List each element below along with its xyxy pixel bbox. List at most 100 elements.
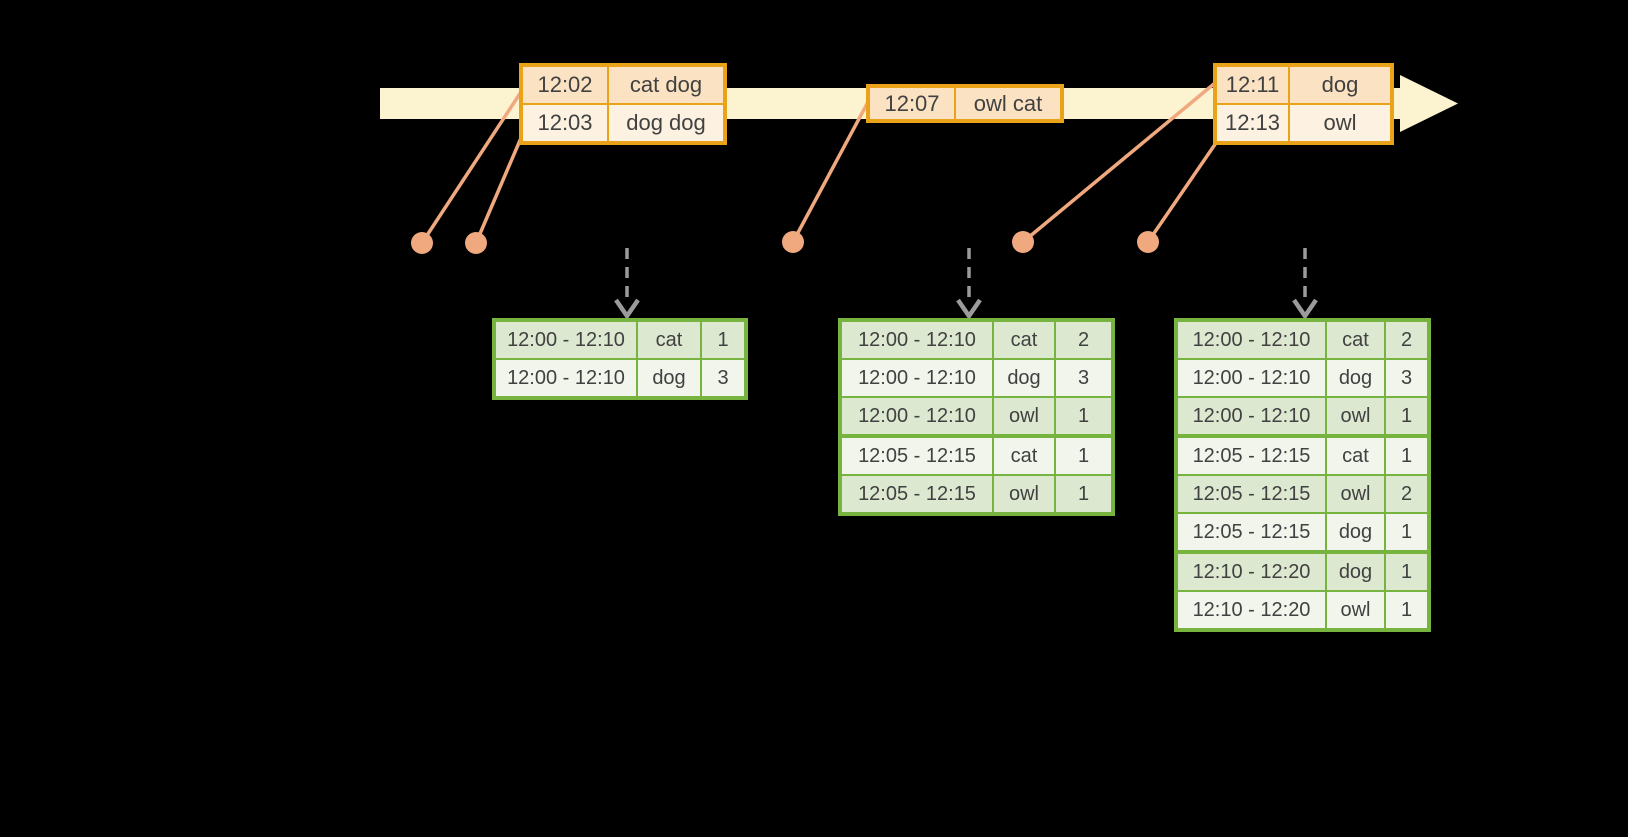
event-dot [411, 232, 433, 254]
event-time-cell: 12:02 [523, 67, 607, 103]
word-cell: dog [994, 360, 1054, 396]
count-cell: 1 [1386, 554, 1427, 590]
word-cell: dog [1327, 514, 1384, 550]
event-dot [1012, 231, 1034, 253]
event-dot [465, 232, 487, 254]
word-cell: dog [1327, 554, 1384, 590]
window-cell: 12:00 - 12:10 [1178, 398, 1325, 434]
count-cell: 3 [702, 360, 744, 396]
trigger-arrow-head [956, 298, 982, 320]
event-time-cell: 12:03 [523, 105, 607, 141]
count-cell: 3 [1386, 360, 1427, 396]
word-cell: owl [1327, 398, 1384, 434]
count-cell: 1 [1056, 398, 1111, 434]
window-cell: 12:00 - 12:10 [496, 322, 636, 358]
window-cell: 12:00 - 12:10 [842, 360, 992, 396]
count-cell: 1 [1386, 514, 1427, 550]
word-cell: cat [1327, 438, 1384, 474]
event-line [1021, 81, 1217, 244]
window-cell: 12:10 - 12:20 [1178, 592, 1325, 628]
event-line [1146, 139, 1220, 243]
count-cell: 1 [1056, 476, 1111, 512]
event-time-cell: 12:13 [1217, 105, 1288, 141]
window-cell: 12:00 - 12:10 [1178, 360, 1325, 396]
event-dot [1137, 231, 1159, 253]
count-cell: 1 [1386, 438, 1427, 474]
word-cell: cat [1327, 322, 1384, 358]
window-cell: 12:05 - 12:15 [842, 476, 992, 512]
event-line [791, 101, 870, 243]
event-connector-lines [420, 81, 1220, 244]
count-cell: 1 [702, 322, 744, 358]
word-cell: dog [1327, 360, 1384, 396]
event-words-cell: cat dog [609, 67, 723, 103]
window-cell: 12:05 - 12:15 [1178, 438, 1325, 474]
event-words-cell: dog [1290, 67, 1390, 103]
event-words-cell: owl cat [956, 88, 1060, 119]
window-cell: 12:00 - 12:10 [842, 398, 992, 434]
word-cell: owl [994, 476, 1054, 512]
event-line [474, 137, 523, 244]
word-cell: owl [1327, 476, 1384, 512]
window-cell: 12:00 - 12:10 [842, 322, 992, 358]
word-cell: cat [638, 322, 700, 358]
word-cell: dog [638, 360, 700, 396]
count-cell: 2 [1386, 476, 1427, 512]
event-dots [411, 231, 1159, 254]
word-cell: cat [994, 322, 1054, 358]
word-cell: owl [994, 398, 1054, 434]
window-cell: 12:05 - 12:15 [842, 438, 992, 474]
trigger-arrows [614, 248, 1318, 320]
count-cell: 1 [1386, 592, 1427, 628]
window-cell: 12:10 - 12:20 [1178, 554, 1325, 590]
event-words-cell: dog dog [609, 105, 723, 141]
count-cell: 3 [1056, 360, 1111, 396]
trigger-arrow-head [1292, 298, 1318, 320]
window-cell: 12:05 - 12:15 [1178, 514, 1325, 550]
count-cell: 1 [1386, 398, 1427, 434]
word-cell: owl [1327, 592, 1384, 628]
count-cell: 1 [1056, 438, 1111, 474]
event-dot [782, 231, 804, 253]
event-line [420, 91, 523, 244]
event-words-cell: owl [1290, 105, 1390, 141]
word-cell: cat [994, 438, 1054, 474]
window-cell: 12:00 - 12:10 [496, 360, 636, 396]
trigger-arrow-head [614, 298, 640, 320]
window-cell: 12:00 - 12:10 [1178, 322, 1325, 358]
count-cell: 2 [1386, 322, 1427, 358]
count-cell: 2 [1056, 322, 1111, 358]
